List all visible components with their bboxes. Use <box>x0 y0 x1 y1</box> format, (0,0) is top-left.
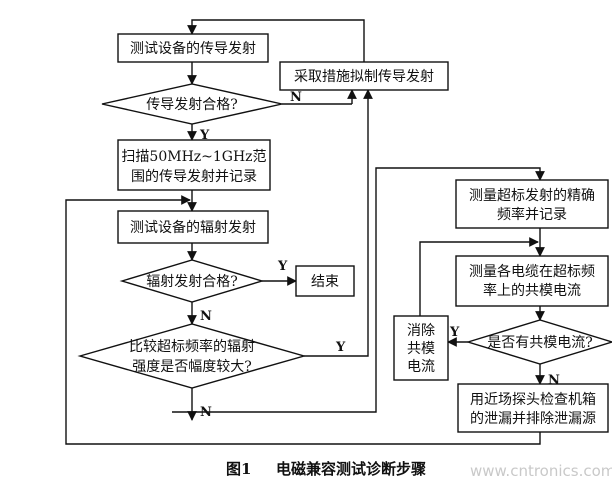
node-measure-cm <box>455 255 609 307</box>
node-test-radiated <box>117 210 269 244</box>
watermark: www.cntronics.com <box>470 462 612 480</box>
arrow-measures-loop <box>187 19 365 62</box>
branch-y-radiated: Y <box>277 259 288 274</box>
arrow-eliminate-loop <box>419 237 539 316</box>
node-conducted-pass <box>101 83 283 125</box>
figure-caption: 图1 电磁兼容测试诊断步骤 <box>226 460 426 478</box>
node-take-measures <box>279 61 449 91</box>
node-scan <box>117 139 271 191</box>
node-end <box>295 265 355 297</box>
node-radiated-pass <box>119 259 265 303</box>
node-probe <box>457 383 609 433</box>
label-scan-line1: 扫描50MHz~1GHz范 <box>121 148 266 165</box>
label-probe-line1: 用近场探头检查机箱 <box>470 392 596 408</box>
node-eliminate <box>393 315 449 381</box>
label-eliminate-line3: 电流 <box>407 359 435 375</box>
node-has-cm <box>465 319 612 365</box>
label-radiated-pass: 辐射发射合格? <box>146 274 238 290</box>
label-compare-line2: 强度是否幅度较大? <box>132 359 252 375</box>
label-compare-line1: 比较超标频率的辐射 <box>129 338 255 355</box>
label-eliminate-line1: 消除 <box>407 323 435 339</box>
node-test-conducted <box>117 33 269 63</box>
label-test-conducted: 测试设备的传导发射 <box>130 40 256 57</box>
branch-n-conducted: N <box>290 90 302 105</box>
branch-n-has-cm: N <box>548 373 560 388</box>
label-has-cm: 是否有共模电流? <box>487 335 593 351</box>
label-conducted-pass: 传导发射合格? <box>146 97 238 113</box>
label-probe-line2: 的泄漏并排除泄漏源 <box>470 411 596 427</box>
connectors <box>65 19 545 445</box>
caption-number: 图1 <box>226 460 251 478</box>
label-measure-freq-line1: 测量超标发射的精确 <box>469 188 595 204</box>
label-eliminate-line2: 共模 <box>407 341 435 357</box>
label-test-radiated: 测试设备的辐射发射 <box>130 219 256 236</box>
branch-labels: Y N Y N Y N Y N <box>199 90 560 420</box>
branch-y-compare: Y <box>335 340 346 355</box>
node-measure-freq <box>455 179 609 229</box>
label-measure-cm-line2: 率上的共模电流 <box>483 282 581 299</box>
label-measure-cm-line1: 测量各电缆在超标频 <box>469 264 595 280</box>
label-scan-line2: 围的传导发射并记录 <box>131 169 257 185</box>
branch-n-radiated: N <box>200 309 212 324</box>
node-compare <box>77 323 307 389</box>
branch-n-compare: N <box>200 405 212 420</box>
shapes <box>77 33 612 433</box>
label-end: 结束 <box>311 274 339 290</box>
arrow-compare-no <box>172 167 545 413</box>
branch-y-has-cm: Y <box>449 325 460 340</box>
arrow-compare-yes <box>304 89 373 357</box>
arrow-probe-loop <box>65 195 541 445</box>
caption-title: 电磁兼容测试诊断步骤 <box>276 460 426 478</box>
label-measure-freq-line2: 频率并记录 <box>497 206 567 223</box>
label-take-measures: 采取措施拟制传导发射 <box>294 69 434 85</box>
branch-y-conducted: Y <box>199 128 210 143</box>
node-labels: 测试设备的传导发射 采取措施拟制传导发射 传导发射合格? 扫描50MHz~1GH… <box>121 40 596 427</box>
